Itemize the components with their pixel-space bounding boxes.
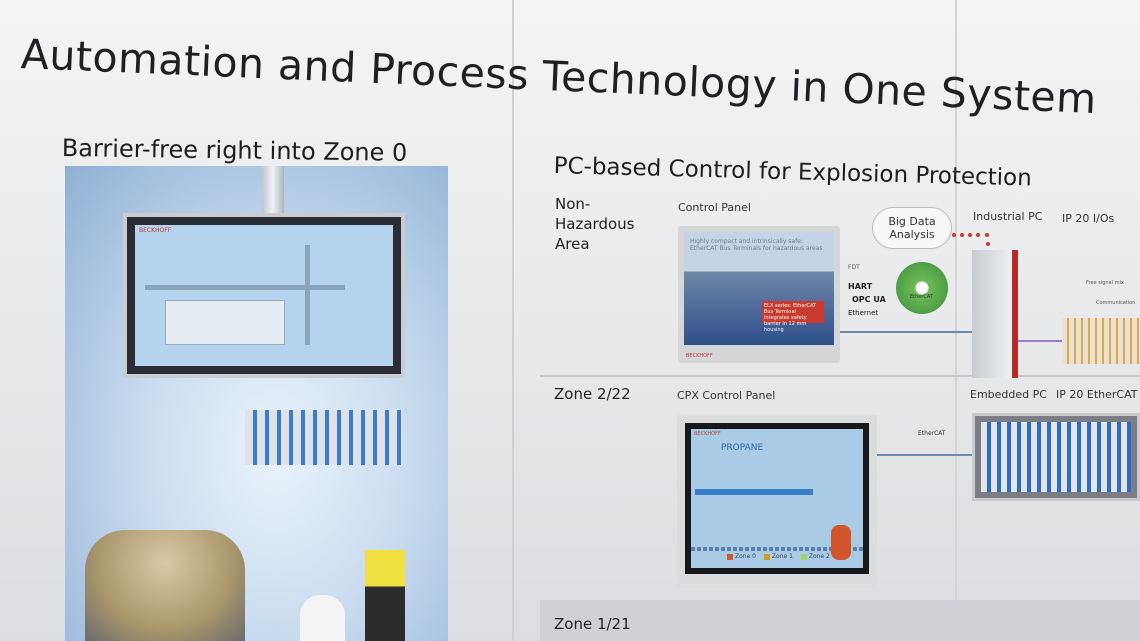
pipe [305,245,310,345]
conveyor [691,547,863,551]
embedded-pc-label: Embedded PC [970,388,1047,401]
ip20-io-terminals [1062,318,1140,364]
screen-badge: ELX series: EtherCAT Bus Terminal integr… [762,301,824,333]
ethercat-line-label: EtherCAT [918,430,946,437]
propane-title: PROPANE [721,443,764,453]
control-panel-screen: Highly compact and intrinsically safe: E… [684,232,834,345]
protocol-hart: HART [848,282,873,291]
panel-seam [955,0,957,641]
disc-label: EtherCAT [910,294,933,300]
legend-label: Zone 1 [771,553,793,560]
cpx-control-panel: BECKHOFF PROPANE Zone 0 Zone 1 Zone 2 [677,415,877,588]
panel-seam [512,0,514,641]
embedded-pc-device [972,250,1018,378]
zone1-band [540,600,1140,641]
dot [952,233,956,237]
cpx-panel-label: CPX Control Panel [677,389,776,402]
dot [985,233,989,237]
industrial-pc-label: Industrial PC [973,210,1043,223]
big-data-cloud: Big Data Analysis [872,207,952,249]
protocol-ethernet: Ethernet [848,309,879,317]
ip20-terminal-label: IP 20 EtherCAT Term [1056,388,1140,401]
valve-actuator [85,530,245,641]
left-heading: Barrier-free right into Zone 0 [61,134,408,167]
ethercat-disc: EtherCAT [896,262,948,314]
cpx-screen: BECKHOFF PROPANE Zone 0 Zone 1 Zone 2 [691,429,863,568]
legend-swatch [727,553,733,560]
dot [976,233,980,237]
terminal-cabinet [972,413,1140,501]
dot [960,233,964,237]
ethernet-line [840,331,972,333]
zone-label-zone2: Zone 2/22 [554,385,631,403]
communication-label: Communication [1096,300,1136,306]
zone-label-nonhazardous: Non- Hazardous Area [555,195,635,253]
protocol-opc-ua: OPC UA [852,295,886,304]
sensor-cap [300,595,345,641]
free-signal-mix-label: Free signal mix [1086,280,1124,286]
hmi-monitor: BECKHOFF [123,213,405,378]
legend-swatch [800,553,807,560]
legend-label: Zone 2 [808,553,830,560]
zone-divider [540,375,1140,377]
legend-label: Zone 0 [735,553,756,560]
trend-chart [165,300,285,345]
control-panel-label: Control Panel [678,201,751,214]
dot [986,242,990,246]
control-panel: Highly compact and intrinsically safe: E… [678,226,840,363]
io-terminal-block [245,410,403,465]
hmi-screen: BECKHOFF [135,225,393,366]
connection-line [1018,340,1062,342]
dot [968,233,972,237]
propane-tank [831,525,851,560]
screen-text: Highly compact and intrinsically safe: E… [690,238,823,252]
monitor-mount-pole [262,166,284,216]
pipe [145,285,345,290]
legend-swatch [763,553,770,560]
brand-label: BECKHOFF [694,431,721,437]
zone-label-zone1: Zone 1/21 [554,615,631,633]
brand-label: BECKHOFF [686,353,713,359]
panel-bezel: BECKHOFF PROPANE Zone 0 Zone 1 Zone 2 [685,423,869,574]
status-bar [695,489,813,495]
ip20-ios-label: IP 20 I/Os [1062,212,1115,225]
ethercat-line [877,454,972,456]
brand-label: BECKHOFF [139,227,172,234]
protocol-fdt: FDT [848,264,860,271]
din-rail-terminals [981,422,1131,492]
zone-legend: Zone 0 Zone 1 Zone 2 [721,553,830,560]
level-sensor [365,550,405,641]
